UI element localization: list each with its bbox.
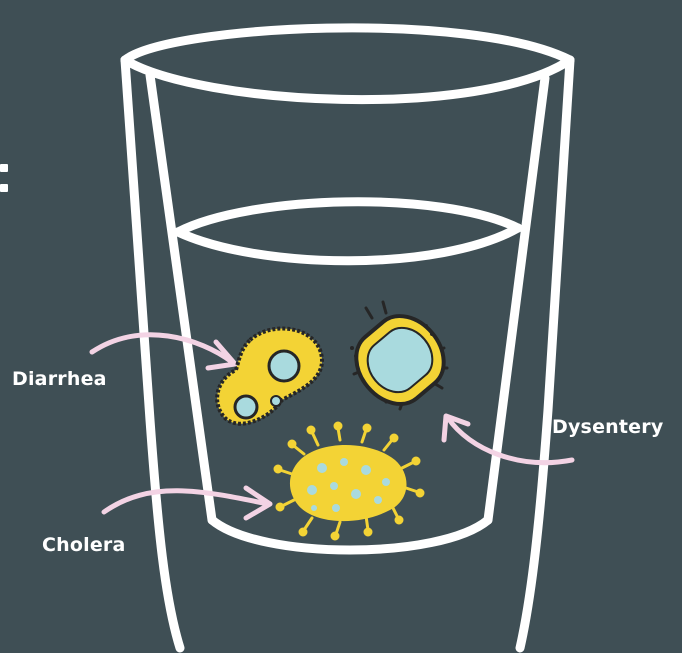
diarrhea-nucleus-small (271, 396, 281, 406)
glass-of-water-icon (125, 28, 570, 648)
diarrhea-nucleus-medium (235, 396, 257, 418)
dysentery-dot-2 (354, 354, 358, 358)
dysentery-dot-4 (430, 332, 434, 336)
dysentery-bacterium-icon (342, 302, 458, 418)
diarrhea-microbe-body (217, 329, 322, 424)
dysentery-dot-1 (350, 346, 354, 350)
glass-inner-left-wall (150, 75, 212, 520)
diarrhea-nucleus-large (269, 351, 299, 381)
glass-left-wall (125, 60, 180, 648)
glass-rim-front (125, 60, 570, 100)
dysentery-granule (419, 381, 427, 389)
cholera-microbe-icon (275, 423, 423, 539)
glass-right-wall (520, 60, 570, 648)
dysentery-label: Dysentery (552, 416, 663, 438)
cholera-label: Cholera (42, 534, 126, 556)
diarrhea-arrow (92, 335, 232, 362)
diarrhea-microbe-icon (217, 329, 322, 424)
water-surface-back (178, 202, 518, 232)
glass-rim (125, 28, 570, 60)
cholera-arrow (104, 491, 268, 512)
diarrhea-label: Diarrhea (12, 368, 107, 390)
glass-bottom (212, 520, 488, 550)
dysentery-dot-3 (424, 324, 428, 328)
water-surface-front (178, 228, 518, 261)
